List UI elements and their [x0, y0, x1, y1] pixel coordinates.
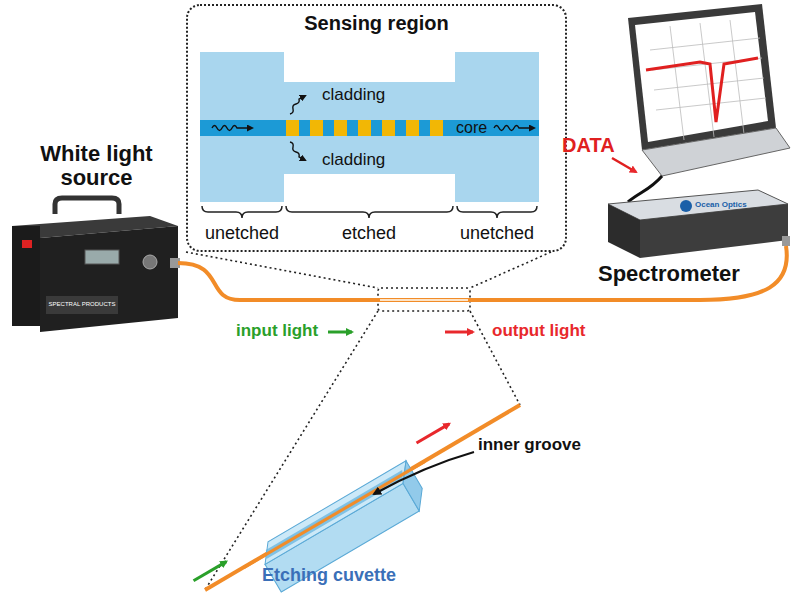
zoom-box: Sensing region — [186, 4, 567, 252]
section-label: unetched — [453, 224, 541, 244]
etching-cuvette — [191, 424, 480, 608]
grating — [286, 120, 299, 136]
grating — [310, 120, 323, 136]
device-label: White light source — [14, 142, 179, 190]
light-source-device — [143, 255, 157, 269]
box-heading: Sensing region — [188, 12, 565, 34]
groove-pointer — [374, 452, 474, 494]
signal-label: DATA — [562, 134, 615, 156]
region-label: cladding — [322, 151, 385, 170]
grating — [382, 120, 395, 136]
light-source-device — [22, 240, 32, 248]
spectrometer-device — [640, 204, 788, 258]
etching-cuvette — [244, 461, 425, 567]
spectrometer-device — [782, 236, 790, 246]
brace — [286, 206, 453, 218]
laptop — [628, 4, 790, 202]
laptop — [628, 176, 662, 202]
brace — [202, 206, 282, 218]
part-label: Etching cuvette — [262, 566, 396, 586]
section-label: unetched — [198, 224, 286, 244]
grating — [406, 120, 419, 136]
light-source-device — [12, 226, 40, 326]
grating — [430, 120, 443, 136]
spectrometer-device — [680, 200, 692, 212]
optical-fiber — [178, 246, 787, 300]
grating — [358, 120, 371, 136]
device-label: Spectrometer — [598, 262, 740, 286]
section-label: etched — [283, 224, 455, 244]
spectrometer-device — [608, 190, 790, 258]
etching-cuvette — [416, 424, 449, 443]
spectrometer-device — [608, 204, 640, 258]
grating — [334, 120, 347, 136]
laptop — [642, 128, 790, 176]
light-wave — [494, 126, 534, 131]
light-label: output light — [492, 322, 585, 341]
light-source-device — [40, 226, 178, 332]
optical-fiber — [205, 405, 520, 590]
etching-cuvette — [194, 562, 227, 581]
region-label: core — [456, 119, 487, 137]
laptop — [635, 12, 768, 142]
laptop — [650, 20, 766, 140]
zoom-leader — [470, 252, 551, 288]
light-source-device — [55, 198, 119, 214]
brace — [457, 206, 537, 218]
light-source-device — [85, 250, 119, 264]
light-wave — [290, 142, 305, 160]
laptop — [646, 58, 758, 122]
output-arrow — [445, 331, 473, 334]
fiber-cross-section — [200, 120, 539, 136]
region-label: cladding — [322, 86, 385, 105]
light-source-device — [46, 296, 118, 314]
light-wave — [212, 126, 252, 131]
input-arrow — [328, 331, 352, 334]
data-arrow — [612, 158, 636, 172]
brace — [202, 206, 537, 218]
etched-fiber — [380, 299, 468, 301]
light-source-device — [12, 198, 180, 332]
laptop — [628, 4, 776, 150]
light-label: input light — [236, 322, 318, 341]
part-label: inner groove — [478, 436, 581, 455]
fiber-cross-section — [200, 52, 539, 202]
brand-text: Ocean Optics — [695, 201, 747, 210]
light-wave — [290, 96, 305, 114]
zoom-leader — [378, 288, 470, 311]
brand-text: SPECTRAL PRODUCTS — [48, 301, 116, 308]
grating — [286, 120, 443, 136]
